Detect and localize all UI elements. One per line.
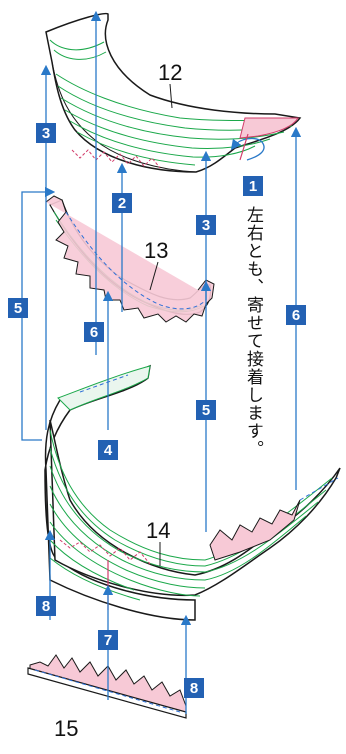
step-badge-8-left: 8 — [36, 596, 56, 616]
step-badge-7: 7 — [98, 630, 118, 650]
step-badge-5-left: 5 — [8, 298, 28, 318]
svg-text:4: 4 — [104, 442, 113, 459]
part-label-15: 15 — [54, 716, 78, 741]
svg-text:8: 8 — [190, 680, 198, 697]
glue-mark — [239, 133, 249, 161]
svg-text:5: 5 — [14, 300, 22, 317]
svg-text:3: 3 — [42, 125, 50, 142]
svg-text:7: 7 — [104, 632, 112, 649]
svg-text:2: 2 — [118, 195, 126, 212]
arrow-step-1 — [230, 137, 265, 161]
step-badge-1: 1 — [243, 176, 263, 196]
step-badge-3-right: 3 — [196, 215, 216, 235]
part-label-13: 13 — [144, 238, 168, 263]
step-badge-5-right: 5 — [196, 400, 216, 420]
step-badge-4: 4 — [98, 440, 118, 460]
instruction-note: 左右とも、寄せて接着します。 — [243, 206, 263, 458]
step-badge-2: 2 — [112, 193, 132, 213]
svg-text:1: 1 — [249, 178, 257, 195]
step-badge-6-right: 6 — [286, 305, 306, 325]
svg-text:6: 6 — [292, 307, 300, 324]
part-15-shape — [27, 654, 187, 719]
svg-text:3: 3 — [202, 217, 210, 234]
svg-text:8: 8 — [42, 598, 50, 615]
part-12-leader — [169, 83, 173, 109]
svg-text:5: 5 — [202, 402, 210, 419]
step-badge-3-left: 3 — [36, 123, 56, 143]
part-label-14: 14 — [146, 518, 170, 543]
step-badge-8-right: 8 — [184, 678, 204, 698]
step-badge-6-left: 6 — [84, 322, 104, 342]
part-label-12: 12 — [158, 60, 182, 85]
part-13-shape — [45, 195, 215, 323]
part-13-leader — [149, 261, 159, 291]
svg-text:6: 6 — [90, 324, 98, 341]
part-14-shape — [44, 364, 341, 621]
part-12-shape — [45, 12, 302, 173]
